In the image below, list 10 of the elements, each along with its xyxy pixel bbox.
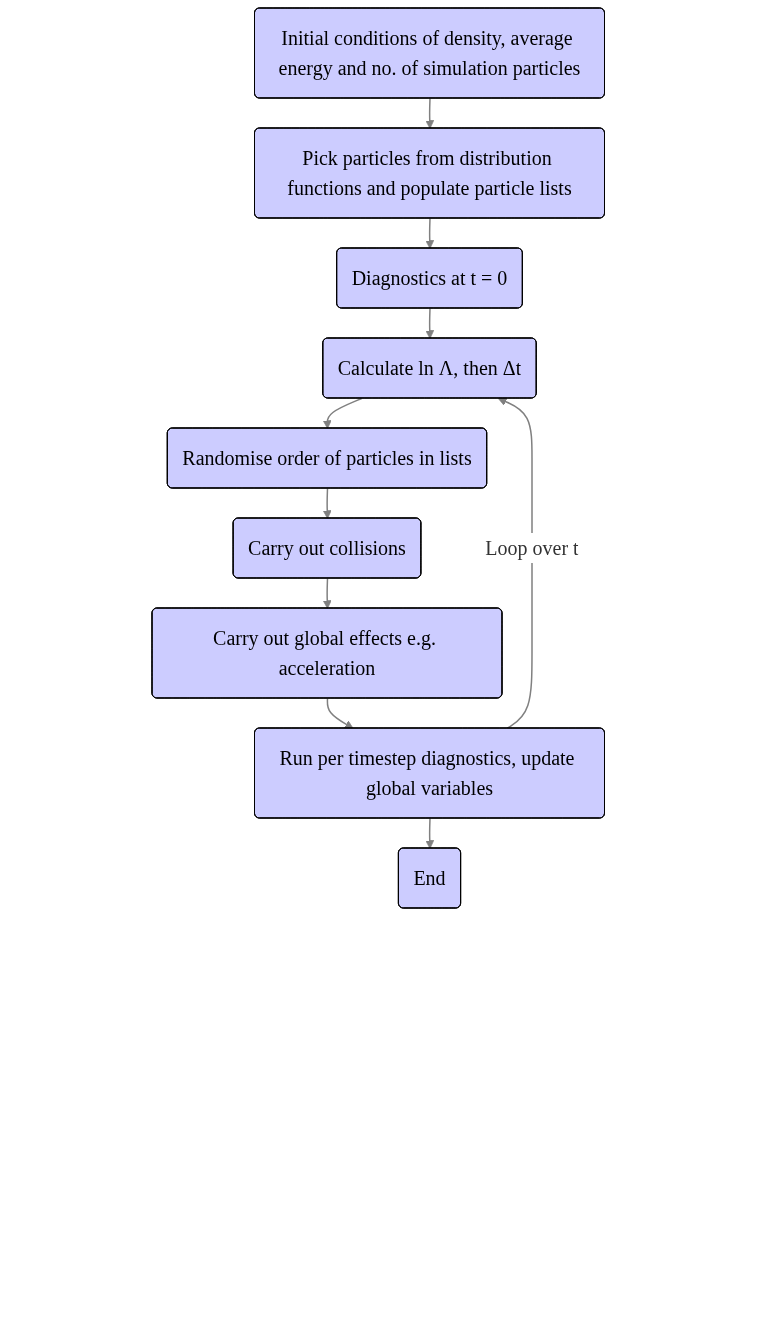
arrow (498, 397, 533, 730)
edge-label: Loop over t (485, 537, 579, 559)
arrow (425, 217, 435, 249)
arrow (425, 817, 435, 849)
arrow (425, 307, 435, 339)
arrow (323, 487, 332, 519)
arrow (326, 697, 354, 729)
arrow (323, 397, 363, 429)
arrow (323, 577, 332, 609)
arrow (425, 97, 435, 129)
